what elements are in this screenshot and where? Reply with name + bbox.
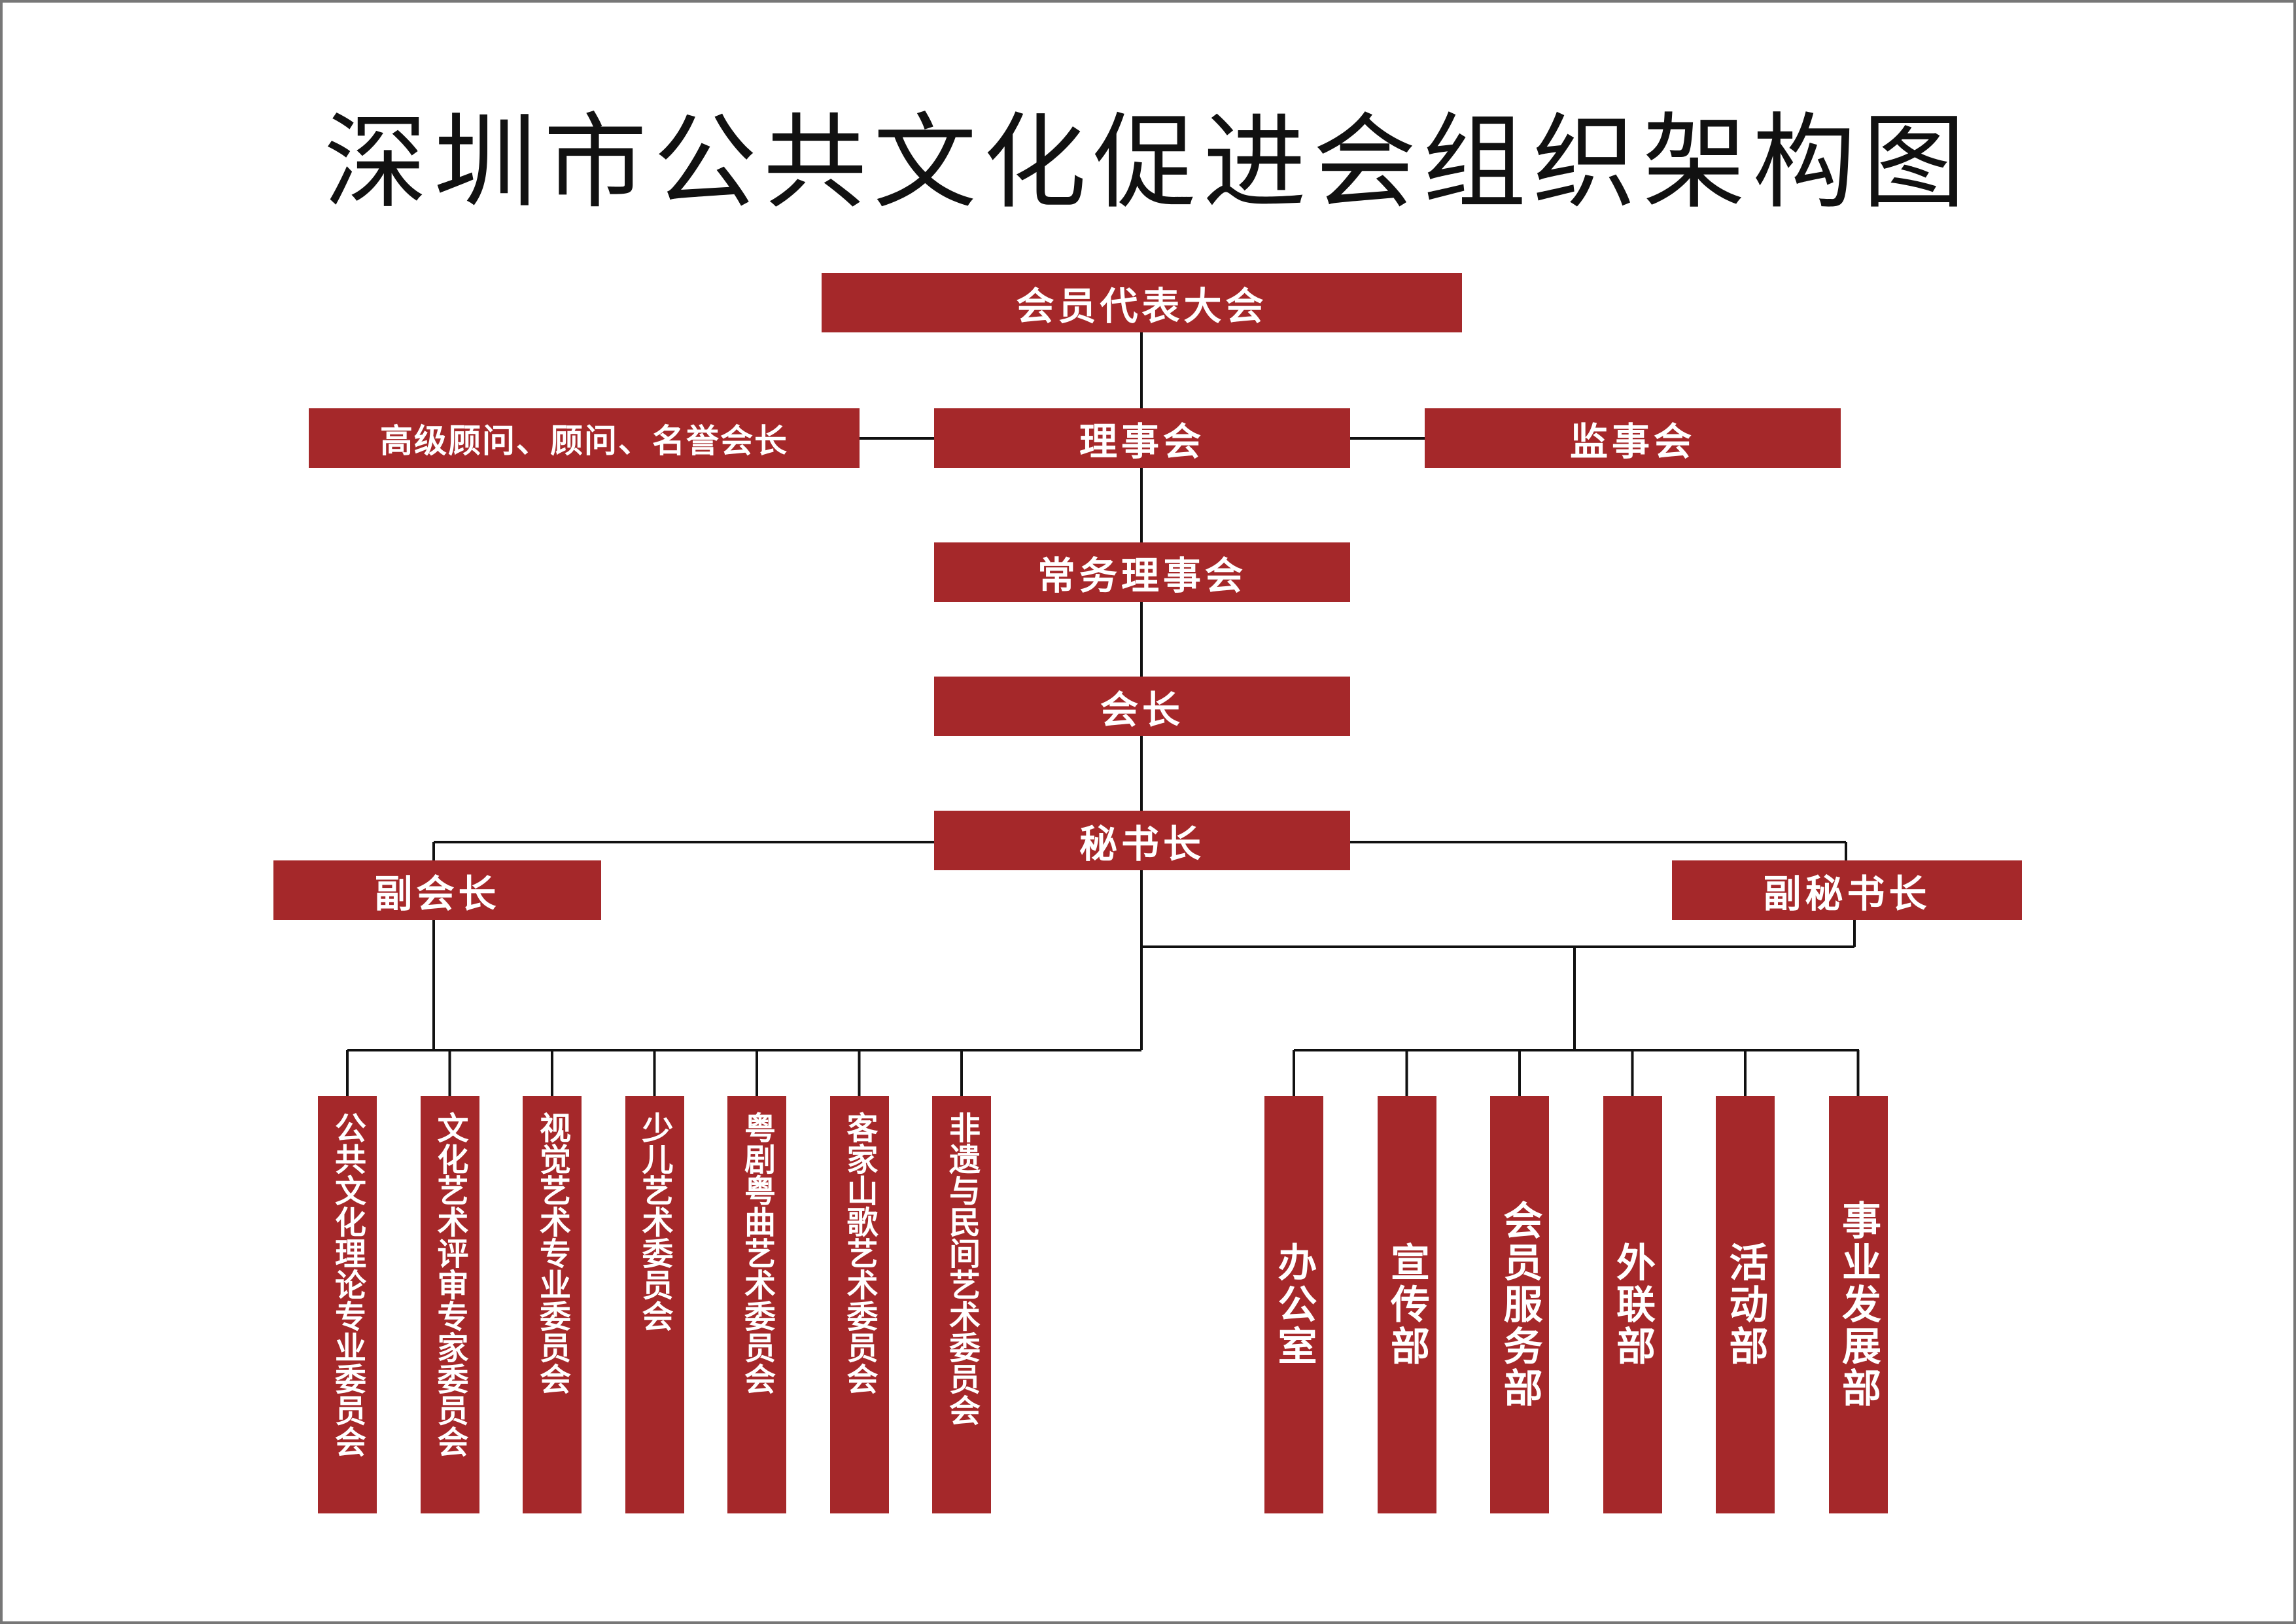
department-box: 事业发展部 <box>1828 1096 1888 1513</box>
page-title: 深圳市公共文化促进会组织架构图 <box>324 103 1972 223</box>
department-box: 宣传部 <box>1377 1096 1436 1513</box>
supervisors-box: 监事会 <box>1425 408 1841 468</box>
department-box: 会员服务部 <box>1490 1096 1549 1513</box>
committee-box: 少儿艺术委员会 <box>625 1096 684 1513</box>
department-box: 活动部 <box>1716 1096 1775 1513</box>
advisors-box: 高级顾问、顾问、名誉会长 <box>309 408 860 468</box>
congress-box: 会员代表大会 <box>822 273 1462 332</box>
president-box: 会长 <box>934 677 1350 736</box>
council-box: 理事会 <box>934 408 1350 468</box>
committee-box: 客家山歌艺术委员会 <box>829 1096 889 1513</box>
committee-box: 视觉艺术专业委员会 <box>523 1096 582 1513</box>
committee-box: 公共文化理论专业委员会 <box>318 1096 377 1513</box>
secretary-general-box: 秘书长 <box>934 811 1350 870</box>
deputy-secretary-general-box: 副秘书长 <box>1672 860 2022 920</box>
department-box: 外联部 <box>1603 1096 1662 1513</box>
committee-box: 非遗与民间艺术委员会 <box>932 1096 991 1513</box>
committee-box: 粤剧粤曲艺术委员会 <box>727 1096 786 1513</box>
committee-box: 文化艺术评审专家委员会 <box>420 1096 479 1513</box>
standing-council-box: 常务理事会 <box>934 542 1350 602</box>
department-box: 办公室 <box>1264 1096 1323 1513</box>
vice-president-box: 副会长 <box>273 860 601 920</box>
